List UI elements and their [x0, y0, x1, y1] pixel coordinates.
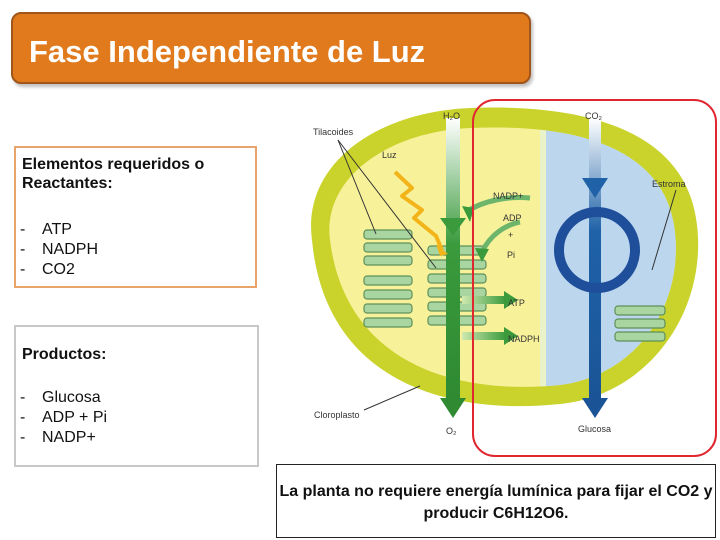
- product-glucosa: Glucosa: [42, 389, 101, 406]
- list-item: ADP + Pi: [20, 408, 107, 428]
- title-box: Fase Independiente de Luz: [11, 12, 531, 84]
- glucosa-arrow: [582, 398, 608, 418]
- label-glucosa: Glucosa: [578, 424, 611, 434]
- label-atp: ATP: [508, 298, 525, 308]
- note-box: La planta no requiere energía lumínica p…: [276, 464, 716, 538]
- label-plus: +: [508, 230, 513, 240]
- label-cloroplasto: Cloroplasto: [314, 410, 360, 420]
- products-list: Glucosa ADP + Pi NADP+: [20, 388, 107, 448]
- product-nadp: NADP+: [42, 429, 96, 446]
- product-adp-pi: ADP + Pi: [42, 409, 108, 426]
- chloroplast-diagram: Tilacoides Luz H₂O CO₂ Estroma NADP+ ADP…: [311, 99, 717, 457]
- list-item: ATP: [20, 220, 98, 240]
- label-adp: ADP: [503, 213, 522, 223]
- calvin-cycle-icon: [554, 207, 640, 293]
- reactants-list: ATP NADPH CO2: [20, 220, 98, 280]
- thylakoids-left: [363, 229, 413, 328]
- label-pointers: [337, 139, 677, 411]
- products-box: Productos: Glucosa ADP + Pi NADP+: [14, 325, 259, 467]
- atp-arrow: [504, 291, 518, 309]
- label-o2: O₂: [446, 426, 457, 436]
- page-title: Fase Independiente de Luz: [29, 34, 426, 69]
- reactant-nadph: NADPH: [42, 241, 99, 258]
- thylakoids-right: [614, 305, 666, 342]
- adp-return-arrow: [479, 219, 521, 254]
- label-tilacoides: Tilacoides: [313, 127, 354, 137]
- products-heading: Productos:: [22, 346, 107, 363]
- label-nadph: NADPH: [508, 334, 540, 344]
- label-estroma: Estroma: [652, 179, 686, 189]
- note-text: La planta no requiere energía lumínica p…: [279, 483, 713, 522]
- reactants-heading: Elementos requeridos o Reactantes:: [22, 156, 205, 192]
- nadph-arrow: [504, 327, 518, 345]
- highlight-border: [472, 99, 717, 457]
- h2o-arrow: [440, 218, 466, 236]
- o2-arrow: [440, 398, 466, 418]
- reactant-co2: CO2: [42, 261, 75, 278]
- list-item: CO2: [20, 260, 98, 280]
- list-item: NADP+: [20, 428, 107, 448]
- reactants-box: Elementos requeridos o Reactantes: ATP N…: [14, 146, 257, 288]
- label-luz: Luz: [382, 150, 397, 160]
- reactant-atp: ATP: [42, 221, 72, 238]
- light-bolt-icon: [393, 170, 444, 251]
- label-h2o: H₂O: [443, 111, 460, 121]
- list-item: Glucosa: [20, 388, 107, 408]
- list-item: NADPH: [20, 240, 98, 260]
- co2-arrow: [582, 178, 608, 198]
- label-pi: Pi: [507, 250, 515, 260]
- label-co2: CO₂: [585, 111, 603, 121]
- label-nadp-plus: NADP+: [493, 191, 523, 201]
